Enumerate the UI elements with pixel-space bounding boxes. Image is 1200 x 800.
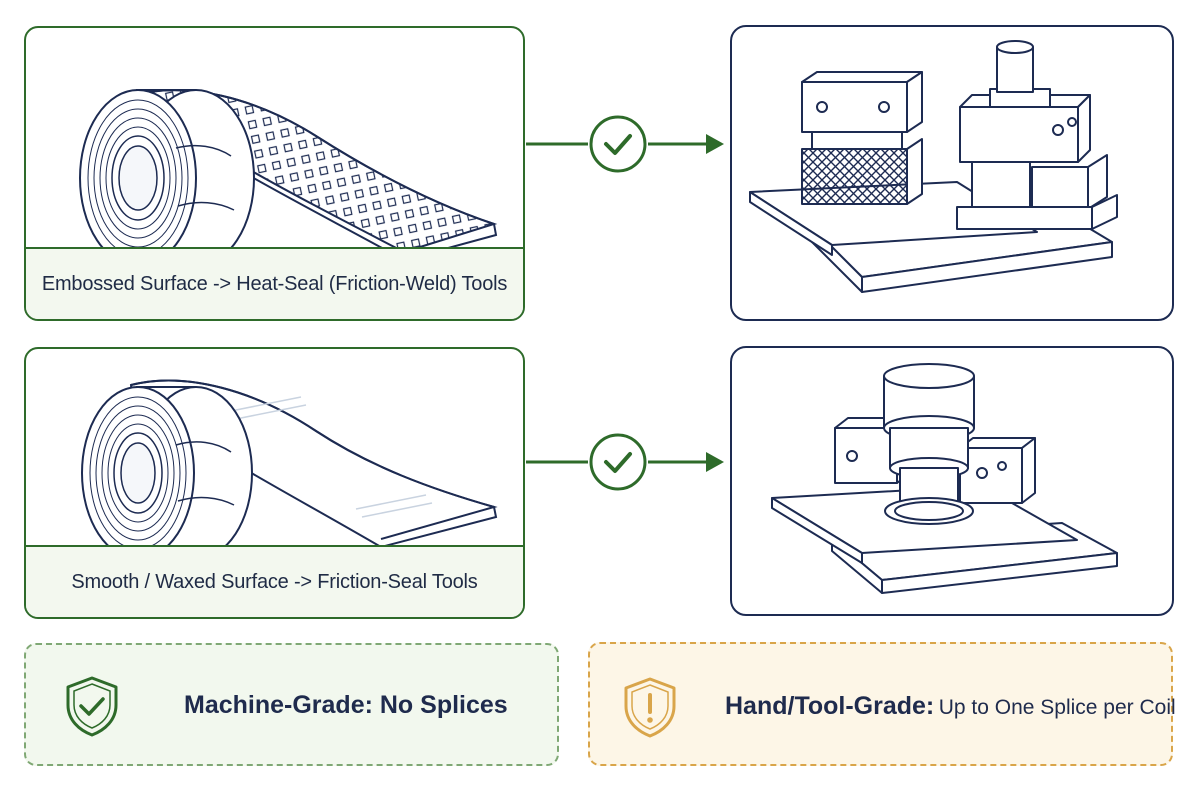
friction-seal-tool-illustration <box>771 363 1118 594</box>
machine-grade-label: Machine-Grade: No Splices <box>184 691 508 719</box>
embossed-coil-panel: Embossed Surface -> Heat-Seal (Friction-… <box>24 26 525 321</box>
shield-alert-icon <box>624 677 676 738</box>
smooth-caption: Smooth / Waxed Surface -> Friction-Seal … <box>26 545 523 617</box>
smooth-coil-panel: Smooth / Waxed Surface -> Friction-Seal … <box>24 347 525 619</box>
shield-check-icon <box>66 676 118 737</box>
machine-grade-badge: Machine-Grade: No Splices <box>24 643 559 766</box>
check-circle-icon <box>589 115 647 173</box>
row1-connector <box>526 115 724 173</box>
smooth-coil-illustration <box>81 379 498 560</box>
friction-seal-tool-panel <box>730 346 1174 616</box>
hand-grade-label: Hand/Tool-Grade: Up to One Splice per Co… <box>725 692 1176 721</box>
row2-connector <box>526 433 724 491</box>
hand-grade-badge: Hand/Tool-Grade: Up to One Splice per Co… <box>588 642 1176 766</box>
arrow-right-icon <box>706 452 724 472</box>
hand-grade-label-rest: Up to One Splice per Coil <box>938 696 1176 719</box>
heat-seal-tool-illustration <box>749 40 1118 293</box>
embossed-caption: Embossed Surface -> Heat-Seal (Friction-… <box>26 247 523 319</box>
check-circle-icon <box>589 433 647 491</box>
heat-seal-tool-panel <box>730 25 1174 321</box>
arrow-right-icon <box>706 134 724 154</box>
embossed-coil-illustration <box>79 89 498 267</box>
hand-grade-label-strong: Hand/Tool-Grade: <box>725 692 935 720</box>
